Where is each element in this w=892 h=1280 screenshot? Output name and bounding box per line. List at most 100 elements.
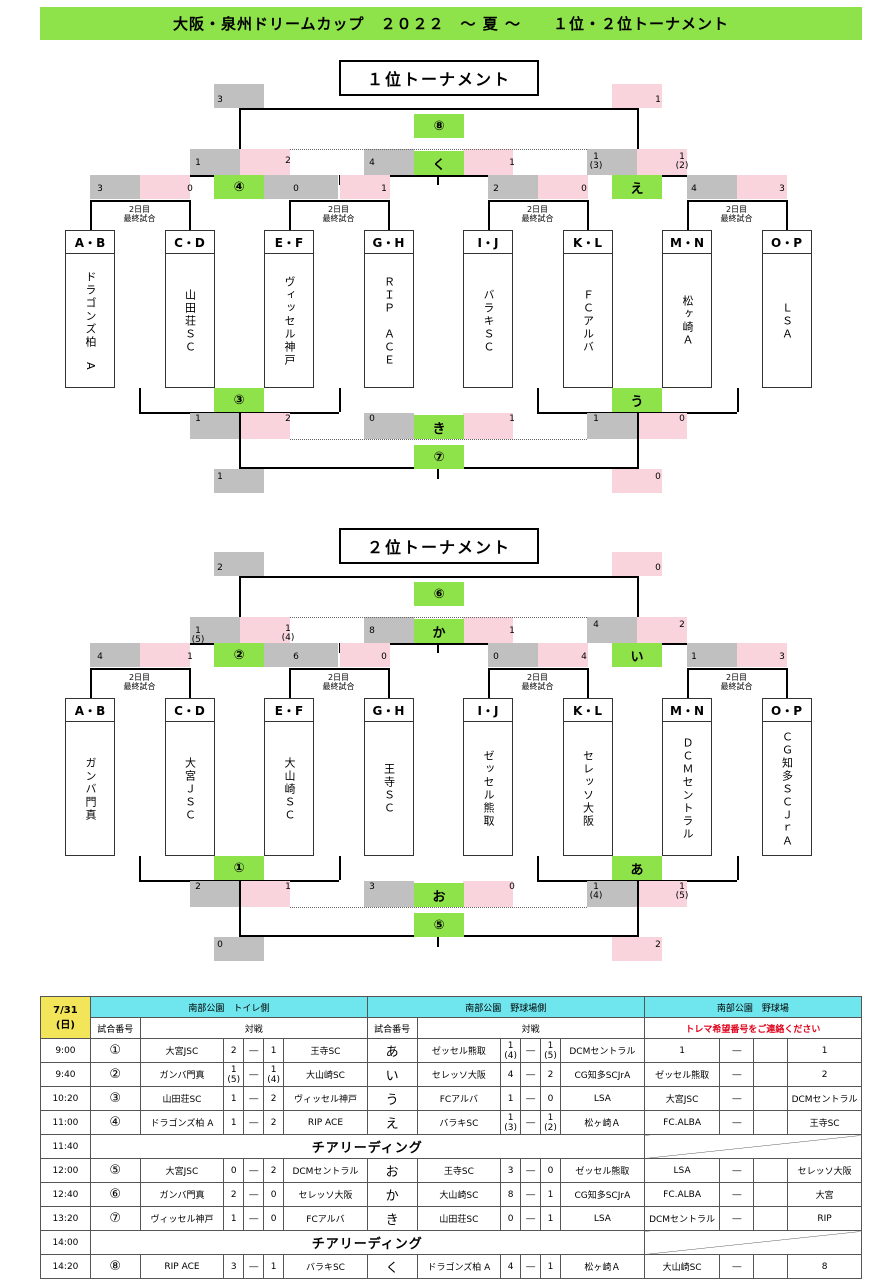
team-code: E・F <box>265 231 313 254</box>
score-cell-shade <box>587 413 637 439</box>
dash: ― <box>520 1182 542 1207</box>
bracket-line <box>737 388 739 412</box>
team-b: セレッソ大阪 <box>283 1182 368 1207</box>
bracket-line <box>239 413 241 469</box>
score-cell-shade <box>240 881 290 907</box>
score-a: 8 <box>500 1182 522 1207</box>
final-match-note: 2日目 最終試合 <box>720 673 753 691</box>
page-title-text: 大阪・泉州ドリームカップ ２０２２ ～ 夏 ～ １位・２位トーナメント <box>173 15 729 33</box>
score-value: 1 <box>381 184 387 194</box>
team-name: ＬＳＡ <box>780 301 794 341</box>
team-name: セレッソ大阪 <box>581 750 595 828</box>
bracket-line <box>90 668 191 670</box>
bracket-line <box>339 388 341 412</box>
team-code: C・D <box>165 699 214 722</box>
score-cell-shade <box>214 84 264 108</box>
notice: トレマ希望番号をご連絡ください <box>643 1017 863 1039</box>
time-cell: 10:20 <box>40 1086 91 1111</box>
blank-cell <box>753 1038 789 1063</box>
score-value: 0 <box>581 184 587 194</box>
final-match-note: 2日目 最終試合 <box>123 673 156 691</box>
bracket-line <box>637 576 639 628</box>
score-value: 1 (2) <box>675 152 689 172</box>
dash: ― <box>520 1254 542 1279</box>
bracket-line <box>637 108 639 160</box>
score-a: 4 <box>500 1254 522 1279</box>
time-cell: 11:00 <box>40 1110 91 1135</box>
time-cell: 9:00 <box>40 1038 91 1063</box>
final-match-note: 2日目 最終試合 <box>720 205 753 223</box>
bracket-line <box>637 881 639 937</box>
score-value: 1 <box>509 414 515 424</box>
dash: ― <box>520 1110 542 1135</box>
match-number: ⑥ <box>89 1182 141 1207</box>
score-value: 1 (4) <box>281 624 295 644</box>
team-a: 大宮JSC <box>139 1158 225 1183</box>
team-code: A・B <box>66 699 114 722</box>
time-cell: 11:40 <box>40 1134 91 1159</box>
score-value: 0 <box>217 940 223 950</box>
team-code: M・N <box>663 699 711 722</box>
team-b: FCアルバ <box>283 1206 368 1231</box>
score-cell-shade <box>538 643 588 667</box>
dash: ― <box>719 1110 755 1135</box>
score-cell-shade <box>463 881 513 907</box>
cheerleading-cell: チアリーディング <box>89 1230 645 1255</box>
dotted-line <box>290 907 587 908</box>
final-match-note: 2日目 最終試合 <box>322 205 355 223</box>
team-b: RIP ACE <box>283 1110 368 1135</box>
score-b: 1 <box>263 1038 285 1063</box>
score-cell-shade <box>488 175 538 199</box>
dash: ― <box>719 1182 755 1207</box>
team-b: LSA <box>560 1086 645 1111</box>
team-a: RIP ACE <box>139 1254 225 1279</box>
score-b: 1 <box>540 1182 562 1207</box>
team-a: ゼッセル熊取 <box>416 1038 502 1063</box>
score-cell-shade <box>340 643 390 667</box>
bracket-line <box>239 881 241 937</box>
score-cell-shade <box>240 617 290 643</box>
score-cell-shade <box>612 469 662 493</box>
score-cell-shade <box>637 413 687 439</box>
score-cell-shade <box>737 643 787 667</box>
training-team-a: 大宮JSC <box>643 1086 721 1111</box>
score-cell-shade <box>463 149 513 175</box>
cheerleading-cell: チアリーディング <box>89 1134 645 1159</box>
bracket-line <box>637 413 639 469</box>
score-value: 0 <box>187 184 193 194</box>
score-b: 0 <box>540 1158 562 1183</box>
score-value: 4 <box>593 620 599 630</box>
training-team-b: 王寺SC <box>787 1110 862 1135</box>
score-cell-shade <box>214 937 264 961</box>
blank-cell <box>753 1062 789 1087</box>
team-a: 大山崎SC <box>416 1182 502 1207</box>
score-cell-shade <box>637 881 687 907</box>
team-name: ゼッセル熊取 <box>482 750 495 828</box>
bracket-line <box>488 668 490 698</box>
score-value: 1 (3) <box>589 152 603 172</box>
score-b: 1 (5) <box>540 1038 562 1063</box>
team-a: セレッソ大阪 <box>416 1062 502 1087</box>
team-code: I・J <box>464 699 512 722</box>
team-code: E・F <box>265 699 313 722</box>
bracket-line <box>289 200 291 230</box>
bracket-line <box>488 200 589 202</box>
score-cell-shade <box>364 881 414 907</box>
bracket-line <box>437 935 439 947</box>
team-name: ヴィッセル神戸 <box>283 275 296 367</box>
training-team-b: 大宮 <box>787 1182 862 1207</box>
team-a: ドラゴンズ柏 A <box>139 1110 225 1135</box>
score-value: 0 <box>509 882 515 892</box>
blank-cell <box>753 1254 789 1279</box>
score-value: 0 <box>381 652 387 662</box>
score-b: 0 <box>263 1182 285 1207</box>
match-number: ⑦ <box>89 1206 141 1231</box>
score-value: 1 <box>509 158 515 168</box>
bracket-line <box>239 108 241 160</box>
team-a: ドラゴンズ柏 A <box>416 1254 502 1279</box>
dash: ― <box>243 1110 265 1135</box>
team-a: バラキSC <box>416 1110 502 1135</box>
match-no-header: 試合番号 <box>89 1017 141 1039</box>
